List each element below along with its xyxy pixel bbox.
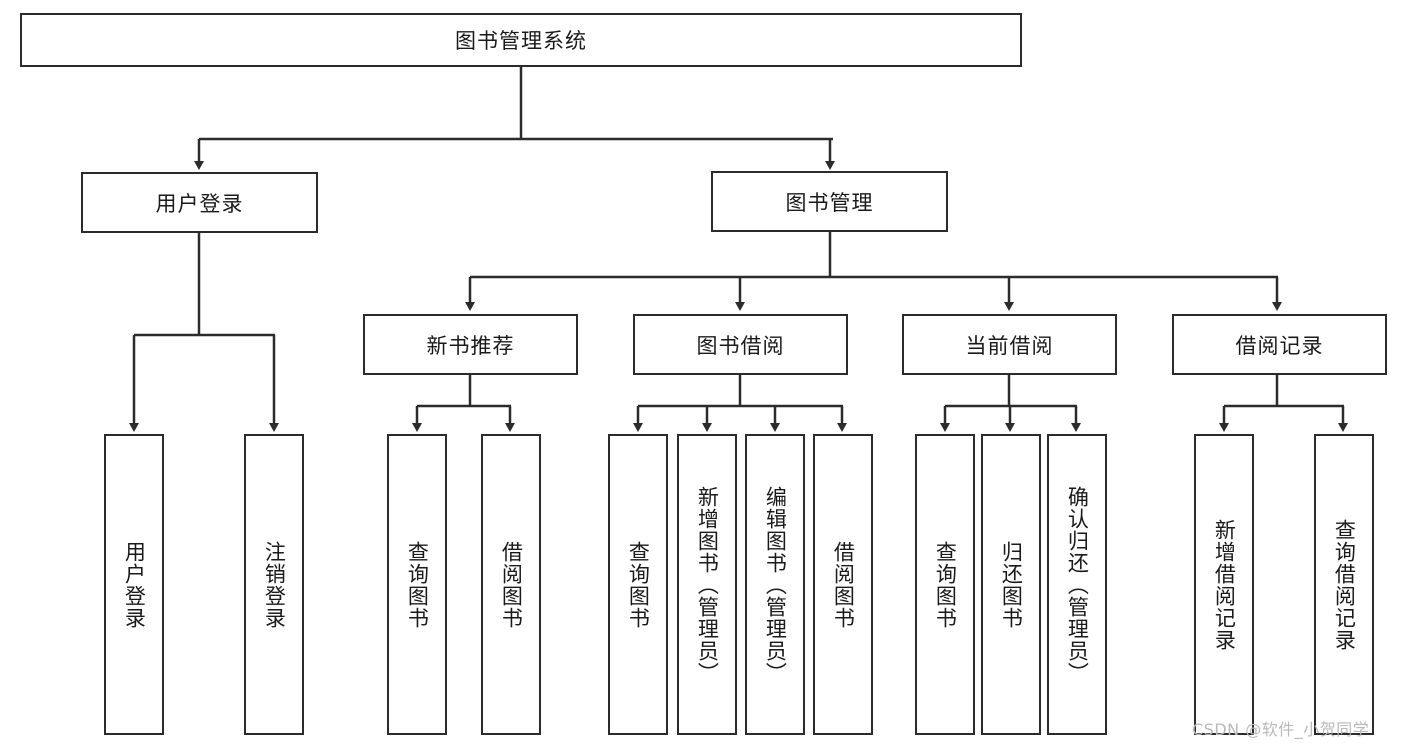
leaf-borrow-book-1[interactable]: 借阅图书 [481, 434, 541, 735]
node-label: 借阅图书 [831, 540, 856, 629]
node-label: 编辑图书（管理员） [763, 485, 788, 684]
node-label: 查询图书 [933, 540, 958, 629]
node-label: 归还图书 [999, 540, 1024, 629]
node-label: 图书管理 [785, 190, 874, 215]
node-label: 借阅记录 [1235, 333, 1324, 358]
leaf-query-book-1[interactable]: 查询图书 [387, 434, 447, 735]
node-label: 用户登录 [122, 540, 147, 629]
leaf-query-book-2[interactable]: 查询图书 [608, 434, 668, 735]
node-book-borrow[interactable]: 图书借阅 [633, 314, 848, 375]
leaf-user-login[interactable]: 用户登录 [104, 434, 164, 735]
leaf-logout-login[interactable]: 注销登录 [244, 434, 304, 735]
node-label: 当前借阅 [965, 333, 1054, 358]
node-book-management-system[interactable]: 图书管理系统 [20, 13, 1022, 67]
node-label: 查询图书 [405, 540, 430, 629]
node-label: 注销登录 [262, 540, 287, 629]
leaf-query-book-3[interactable]: 查询图书 [915, 434, 975, 735]
node-label: 图书借阅 [696, 333, 785, 358]
node-label: 查询借阅记录 [1332, 518, 1357, 651]
leaf-edit-book[interactable]: 编辑图书（管理员） [745, 434, 805, 735]
leaf-add-book[interactable]: 新增图书（管理员） [677, 434, 737, 735]
node-new-book-recommend[interactable]: 新书推荐 [363, 314, 578, 375]
node-label: 借阅图书 [499, 540, 524, 629]
node-label: 确认归还（管理员） [1065, 485, 1090, 684]
leaf-add-borrow-record[interactable]: 新增借阅记录 [1194, 434, 1254, 735]
leaf-confirm-return[interactable]: 确认归还（管理员） [1047, 434, 1107, 735]
node-label: 新增图书（管理员） [695, 485, 720, 684]
node-current-borrow[interactable]: 当前借阅 [902, 314, 1117, 375]
node-book-management[interactable]: 图书管理 [711, 171, 948, 232]
node-label: 查询图书 [626, 540, 651, 629]
leaf-return-book[interactable]: 归还图书 [981, 434, 1041, 735]
node-label: 用户登录 [155, 191, 244, 216]
node-label: 图书管理系统 [455, 29, 587, 53]
leaf-borrow-book-2[interactable]: 借阅图书 [813, 434, 873, 735]
node-label: 新书推荐 [426, 333, 515, 358]
node-user-login[interactable]: 用户登录 [81, 172, 318, 233]
node-borrow-record[interactable]: 借阅记录 [1172, 314, 1387, 375]
leaf-query-borrow-record[interactable]: 查询借阅记录 [1314, 434, 1374, 735]
node-label: 新增借阅记录 [1212, 518, 1237, 651]
